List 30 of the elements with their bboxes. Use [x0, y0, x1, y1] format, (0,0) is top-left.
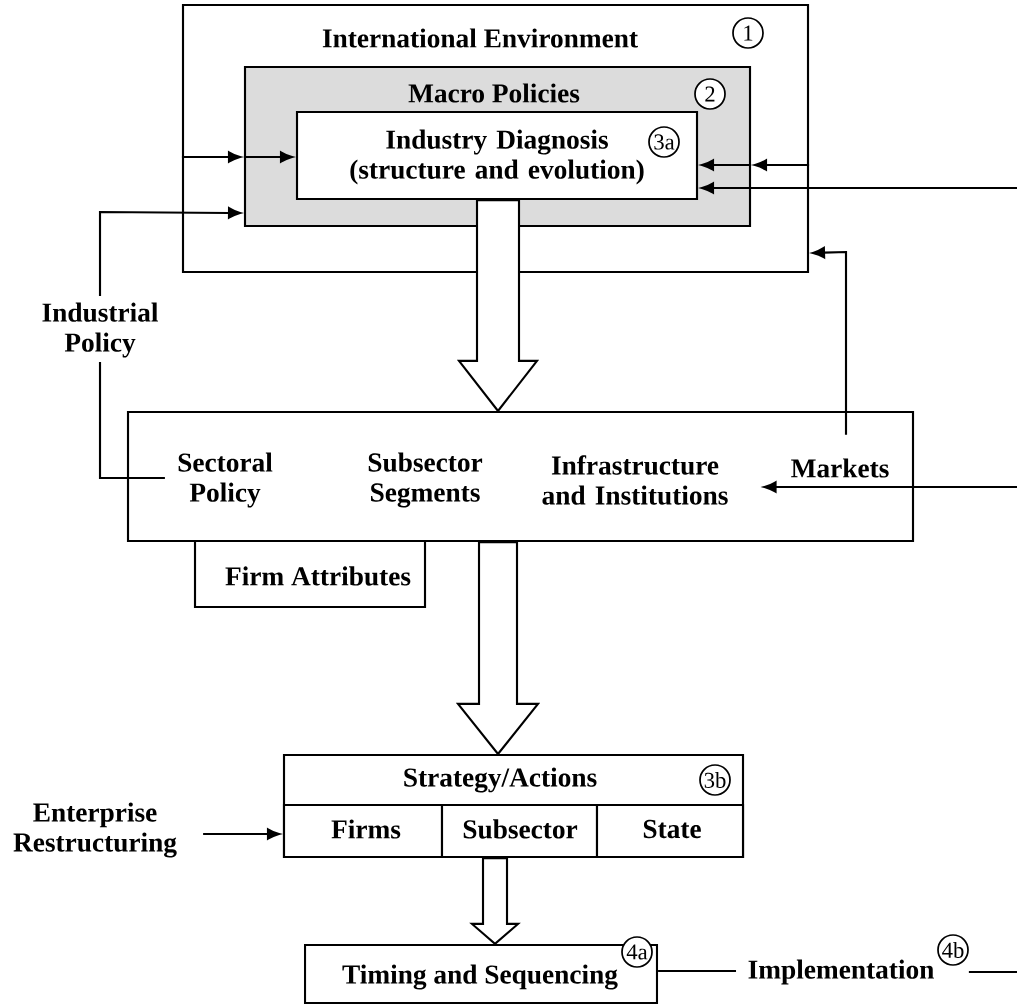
table-cell: Subsector — [440, 803, 599, 859]
text-label: Markets — [791, 458, 889, 478]
circled-number: 3b — [699, 764, 731, 796]
connector-line — [658, 969, 736, 973]
text-label: Implementation — [748, 959, 934, 985]
arrow — [701, 182, 1017, 194]
text-label: Subsector Segments — [368, 452, 483, 508]
table-cell: Firms — [282, 803, 444, 859]
block-arrow — [469, 857, 521, 946]
edge-label: Industrial Policy — [32, 299, 168, 361]
arrow — [181, 151, 241, 163]
circled-number: 4a — [621, 936, 653, 968]
text-label: Infrastructure and Institutions — [542, 455, 728, 505]
box: Firm Attributes — [193, 539, 427, 609]
arrow — [243, 151, 293, 163]
connector-line — [968, 970, 1017, 974]
table-cell: State — [595, 803, 745, 859]
block-arrow — [455, 541, 541, 756]
circled-number: 3a — [648, 126, 680, 158]
text-label: Sectoral Policy — [178, 452, 273, 508]
arrow — [701, 159, 752, 171]
circled-number: 4b — [937, 934, 969, 966]
arrow — [763, 481, 1017, 493]
arrow — [812, 246, 848, 435]
arrow — [203, 828, 281, 840]
block-arrow — [456, 199, 540, 413]
arrow — [754, 159, 810, 171]
text-label: Enterprise Restructuring — [13, 802, 177, 858]
circled-number: 1 — [732, 17, 764, 49]
arrow — [98, 207, 242, 480]
